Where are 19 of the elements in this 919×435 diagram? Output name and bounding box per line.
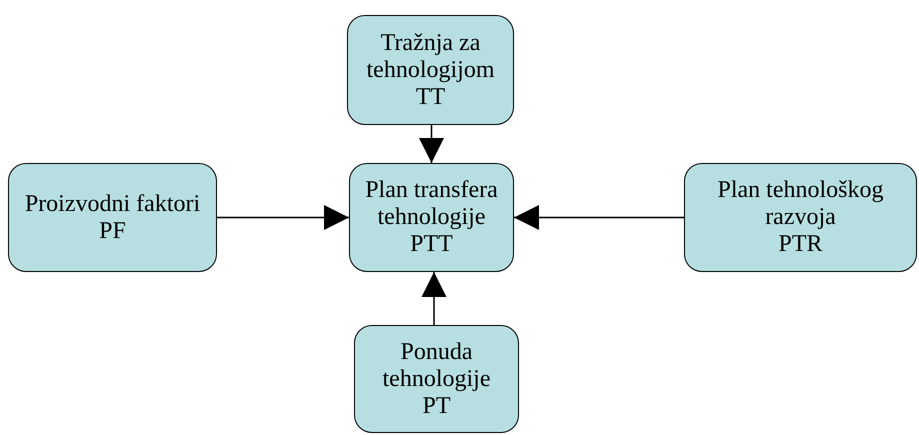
arrow xyxy=(217,205,349,230)
box-title: Plan transfera tehnologije xyxy=(364,177,499,231)
box-abbreviation: PTT xyxy=(410,231,453,258)
arrow xyxy=(419,125,444,163)
process-box xyxy=(347,15,514,125)
box-abbreviation: TT xyxy=(416,84,446,110)
process-box xyxy=(354,325,519,433)
box-title: Ponuda tehnologije xyxy=(382,338,492,392)
box-abbreviation: PTR xyxy=(778,231,822,258)
process-box xyxy=(349,163,514,272)
box-title: Tražnja za tehnologijom xyxy=(366,30,496,84)
box-title: Plan tehnološkog razvoja xyxy=(716,177,884,231)
box-abbreviation: PF xyxy=(99,218,126,244)
box-abbreviation: PT xyxy=(422,392,450,420)
arrow xyxy=(422,272,446,325)
arrow xyxy=(514,205,684,230)
box-title: Proizvodni faktori xyxy=(24,190,200,218)
process-box xyxy=(684,163,917,272)
process-box xyxy=(8,163,217,272)
